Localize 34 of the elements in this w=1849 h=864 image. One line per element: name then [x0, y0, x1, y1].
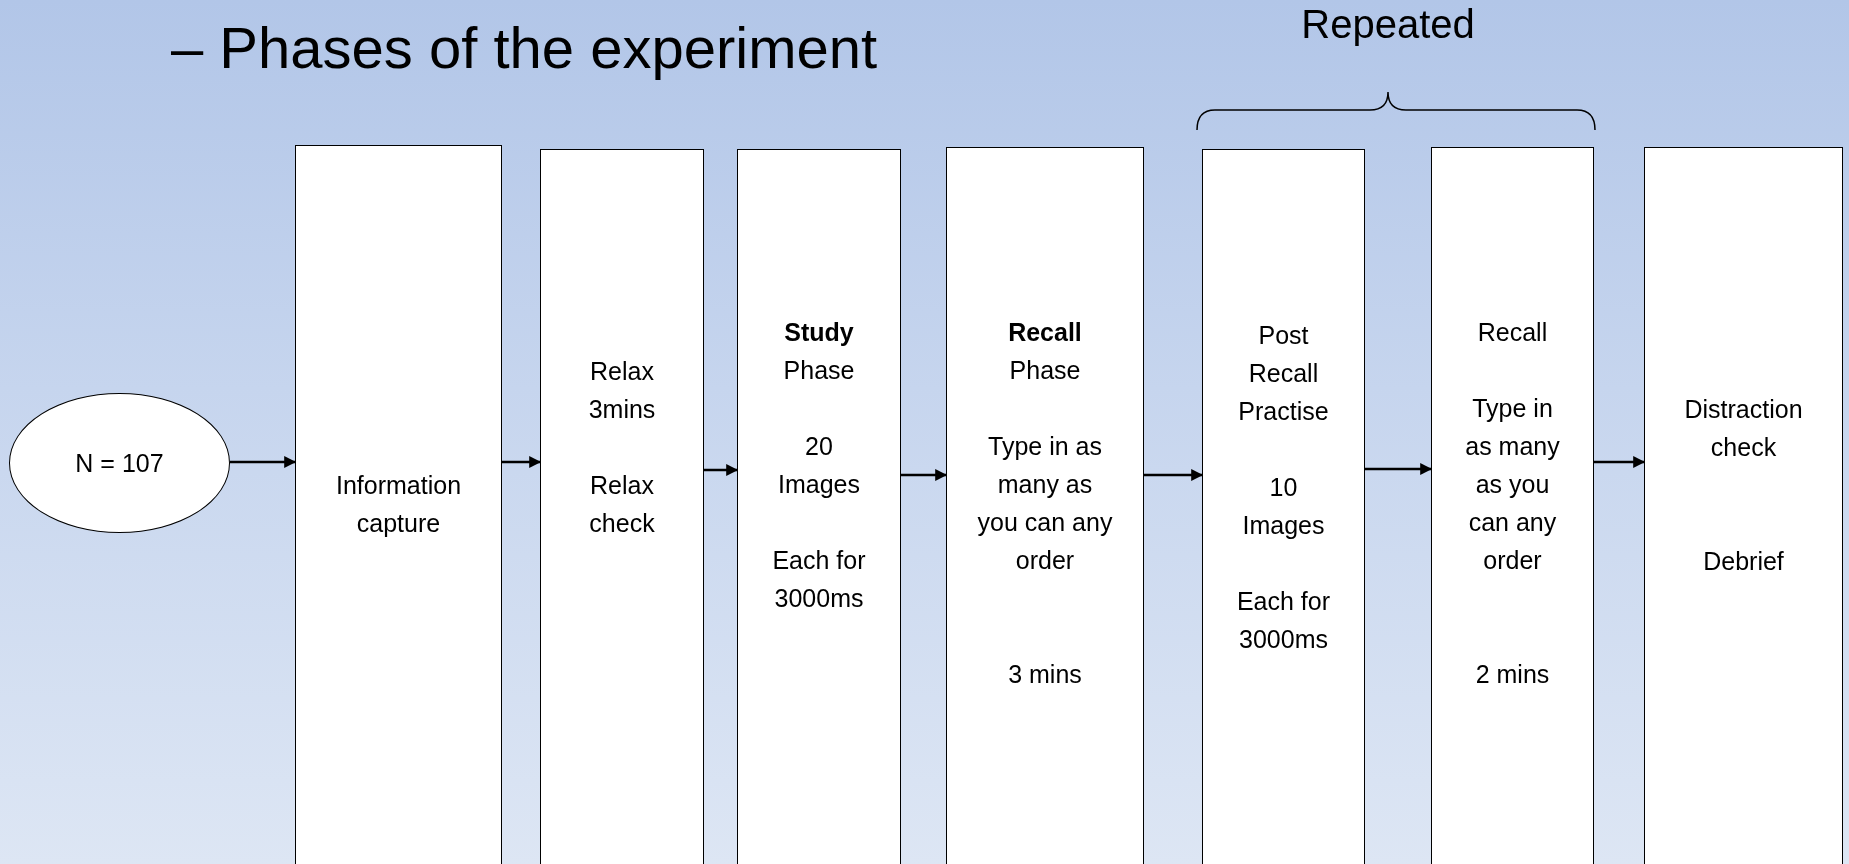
arrow: [901, 469, 948, 481]
box-text: Each for 3000ms: [772, 545, 866, 614]
box-text: Recall: [1477, 317, 1548, 348]
box-text: 10 Images: [1242, 472, 1325, 541]
box-text: 2 mins: [1475, 659, 1550, 690]
arrow: [704, 464, 739, 476]
box-text: Distraction check: [1684, 394, 1803, 463]
process-box: [1431, 147, 1594, 864]
process-box: [540, 149, 704, 864]
box-text: 20 Images: [778, 431, 860, 500]
process-box: [295, 145, 502, 864]
box-text: Type in as many as you can any order: [977, 431, 1113, 576]
arrow: [1365, 463, 1433, 475]
box-text: Each for 3000ms: [1236, 586, 1331, 655]
box-text: Recall Phase: [1008, 317, 1082, 386]
arrow: [1144, 469, 1204, 481]
process-box: [1644, 147, 1843, 864]
title: – Phases of the experiment: [171, 14, 878, 81]
bracket-label: Repeated: [1301, 2, 1475, 47]
box-text: Information capture: [335, 470, 462, 539]
process-box: [946, 147, 1144, 864]
box-text: Type in as many as you can any order: [1465, 393, 1560, 576]
box-text: Relax 3mins: [588, 356, 656, 425]
process-box: [737, 149, 901, 864]
arrow: [230, 456, 297, 468]
box-text: Debrief: [1703, 546, 1784, 577]
arrow: [1594, 456, 1646, 468]
arrow: [502, 456, 542, 468]
process-box: [1202, 149, 1365, 864]
box-text: Post Recall Practise: [1238, 320, 1329, 427]
box-text: N = 107: [75, 448, 164, 479]
box-text: Relax check: [589, 470, 655, 539]
box-text: Study Phase: [783, 317, 855, 386]
box-text: 3 mins: [1008, 659, 1082, 690]
